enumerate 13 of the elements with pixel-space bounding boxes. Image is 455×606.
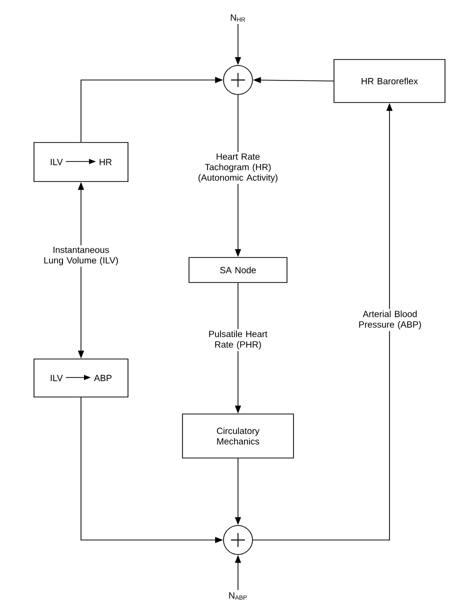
edge-label: Pulsatile Heart Rate (PHR) bbox=[206, 329, 270, 351]
edge-label: Heart Rate Tachogram (HR) (Autonomic Activity) bbox=[194, 152, 282, 184]
summing-junction bbox=[223, 65, 253, 95]
process-box: SA Node bbox=[188, 257, 288, 283]
edge-label: Arterial Blood Pressure (ABP) bbox=[351, 309, 429, 331]
summing-junction bbox=[223, 525, 253, 555]
edge-label: Instantaneous Lung Volume (ILV) bbox=[38, 245, 124, 267]
process-box: ILV HR bbox=[34, 142, 128, 182]
signal-label: N$_{HR}$ bbox=[230, 14, 246, 22]
process-box: HR Baroreflex bbox=[334, 59, 446, 103]
process-box: Circulatory Mechanics bbox=[182, 414, 294, 458]
process-box: ILV ABP bbox=[34, 358, 128, 398]
signal-label: N$_{ABP}$ bbox=[229, 592, 247, 600]
